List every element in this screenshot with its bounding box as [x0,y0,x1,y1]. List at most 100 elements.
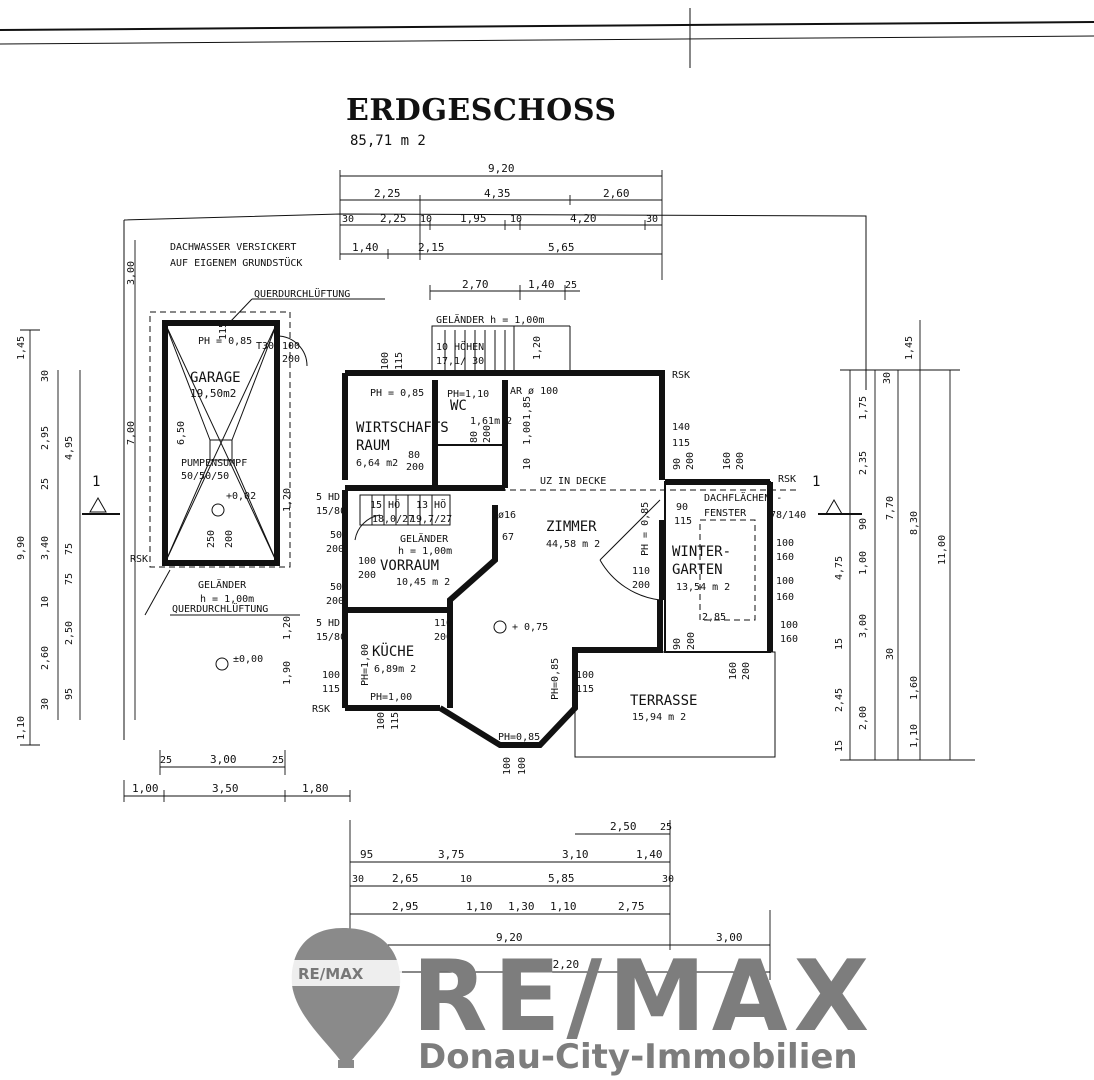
section-marker-right: 1 [812,474,862,515]
kueche-name: KÜCHE [372,642,414,660]
ar-label: AR ø 100 [510,386,558,397]
dim: 95 [64,688,75,700]
wintergarten-name: WINTER- [672,544,731,560]
ph-label-wr: PH = 0,85 [370,388,424,399]
svg-text:11,00: 11,00 [937,535,948,565]
dim: 2,15 [418,241,445,254]
svg-text:9,20: 9,20 [496,931,523,944]
gelaender-stair: GELÄNDER [400,532,449,545]
svg-text:160: 160 [722,452,733,470]
gelaender-stair-h: h = 1,00m [398,546,452,557]
stair-hoehen-2: 17,1/ 30 [436,356,484,367]
svg-text:100: 100 [780,620,798,631]
dachflaechen: DACHFLÄCHEN - [704,491,782,504]
svg-text:25: 25 [160,755,172,766]
dim: 1,45 [16,336,27,360]
wr-name: WIRTSCHAFTS [356,420,449,436]
svg-text:100: 100 [576,670,594,681]
svg-text:25: 25 [660,822,672,833]
terrasse-area: 15,94 m 2 [632,712,686,723]
dim: 1,20 [282,616,293,640]
sheet-border [0,8,1094,68]
svg-text:80: 80 [469,431,480,443]
gelaender-garage-h: h = 1,00m [200,594,254,605]
house-walls [342,370,665,748]
svg-text:115: 115 [218,322,229,340]
svg-text:2,95: 2,95 [392,900,419,913]
level-zimmer: + 0,75 [512,622,548,633]
svg-text:1,85: 1,85 [522,396,533,420]
level-outside: ±0,00 [233,654,263,665]
svg-text:100: 100 [282,341,300,352]
svg-text:115: 115 [672,438,690,449]
garage-name: GARAGE [190,370,241,386]
svg-text:115: 115 [390,712,401,730]
svg-text:1,45: 1,45 [904,336,915,360]
dim: 2,60 [603,187,630,200]
svg-text:1,10: 1,10 [550,900,577,913]
balloon-icon: RE/MAX [290,928,402,1068]
svg-text:30: 30 [882,372,893,384]
svg-text:160: 160 [728,662,739,680]
dim-285: 2,85 [702,612,726,623]
svg-text:3,10: 3,10 [562,848,589,861]
remax-wordmark: RE/MAX [412,940,875,1054]
svg-text:95: 95 [360,848,373,861]
dim: 9,90 [16,536,27,560]
svg-text:2,50: 2,50 [610,820,637,833]
svg-text:90: 90 [672,638,683,650]
terrasse-name: TERRASSE [630,693,697,709]
wr-area: 6,64 m2 [356,458,398,469]
dim-1580b: 15/80 [316,632,346,643]
svg-text:115: 115 [394,352,405,370]
svg-text:110: 110 [632,566,650,577]
right-dimensions: 1,45 1,75 30 2,35 7,70 8,30 90 11,00 4,7… [834,320,975,761]
ph-label-bay: PH=0,85 [498,732,540,743]
svg-text:1,10: 1,10 [466,900,493,913]
dim: 10 [40,596,51,608]
svg-text:50: 50 [330,530,342,541]
svg-text:1,75: 1,75 [858,396,869,420]
ph-label-kueche-v: PH=1,00 [360,644,371,686]
svg-text:19,7/27: 19,7/27 [410,514,452,525]
svg-text:25: 25 [272,755,284,766]
stairs-top: GELÄNDER h = 1,00m 10 HÖHEN 17,1/ 30 1,2… [431,313,571,375]
wc-name: WC [450,398,467,414]
svg-text:100: 100 [380,352,391,370]
ph-label-kueche: PH=1,00 [370,692,412,703]
svg-text:90: 90 [676,502,688,513]
dim: 30 [342,214,354,225]
svg-text:18,0/27: 18,0/27 [372,514,414,525]
dim: 1,40 [352,241,379,254]
svg-text:3,75: 3,75 [438,848,465,861]
left-dimensions: 1,45 30 2,95 4,95 25 9,90 3,40 75 75 10 … [16,240,293,746]
dim: 1,10 [16,716,27,740]
svg-text:3,00: 3,00 [716,931,743,944]
svg-text:110: 110 [434,618,452,629]
svg-text:50: 50 [330,582,342,593]
svg-text:2,75: 2,75 [618,900,645,913]
svg-text:10: 10 [522,458,533,470]
dim: 1,95 [460,212,487,225]
svg-text:200: 200 [434,632,452,643]
svg-text:1,00: 1,00 [858,551,869,575]
note-dachwasser-2: AUF EIGENEM GRUNDSTÜCK [170,256,302,269]
svg-text:2,45: 2,45 [834,688,845,712]
svg-text:115: 115 [674,516,692,527]
ph-label-zimmer: PH = 0,85 [640,502,651,556]
svg-text:1,10: 1,10 [909,724,920,748]
dim: 5,65 [548,241,575,254]
dim: 4,20 [570,212,597,225]
ph-label-wc: PH=1,10 [447,389,489,400]
svg-text:200: 200 [686,632,697,650]
svg-text:160: 160 [780,634,798,645]
svg-text:200: 200 [326,544,344,555]
plan-area: 85,71 m 2 [350,133,426,149]
svg-text:100: 100 [776,538,794,549]
svg-text:3,00: 3,00 [858,614,869,638]
dim: 1,20 [532,336,543,360]
svg-text:2,00: 2,00 [858,706,869,730]
hd-label: 5 HD [316,492,340,503]
svg-text:200: 200 [358,570,376,581]
opening-labels: 100 200 115 100 200 80 115 140 115 90 20… [206,322,798,775]
